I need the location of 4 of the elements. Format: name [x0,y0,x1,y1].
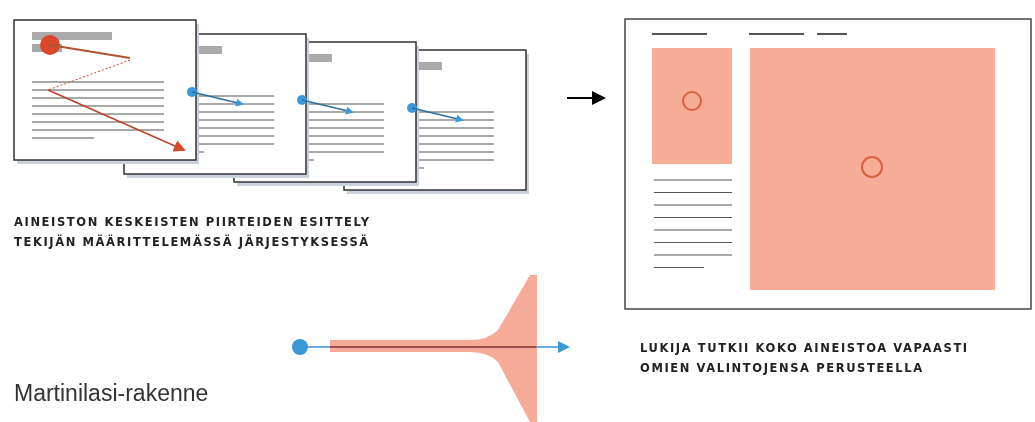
diagram-caption: Martinilasi-rakenne [14,380,209,407]
arrow [566,91,606,105]
caption-text: LUKIJA TUTKII KOKO AINEISTOA VAPAASTI OMIEN VALINTOJENSA PERUSTEELLA [640,340,970,377]
caption-text: AINEISTON KESKEISTEN PIIRTEIDEN ESITTELY TEKIJÄN MÄÄRITTELEMÄSSÄ JÄRJESTYKSESSÄ [14,214,372,251]
